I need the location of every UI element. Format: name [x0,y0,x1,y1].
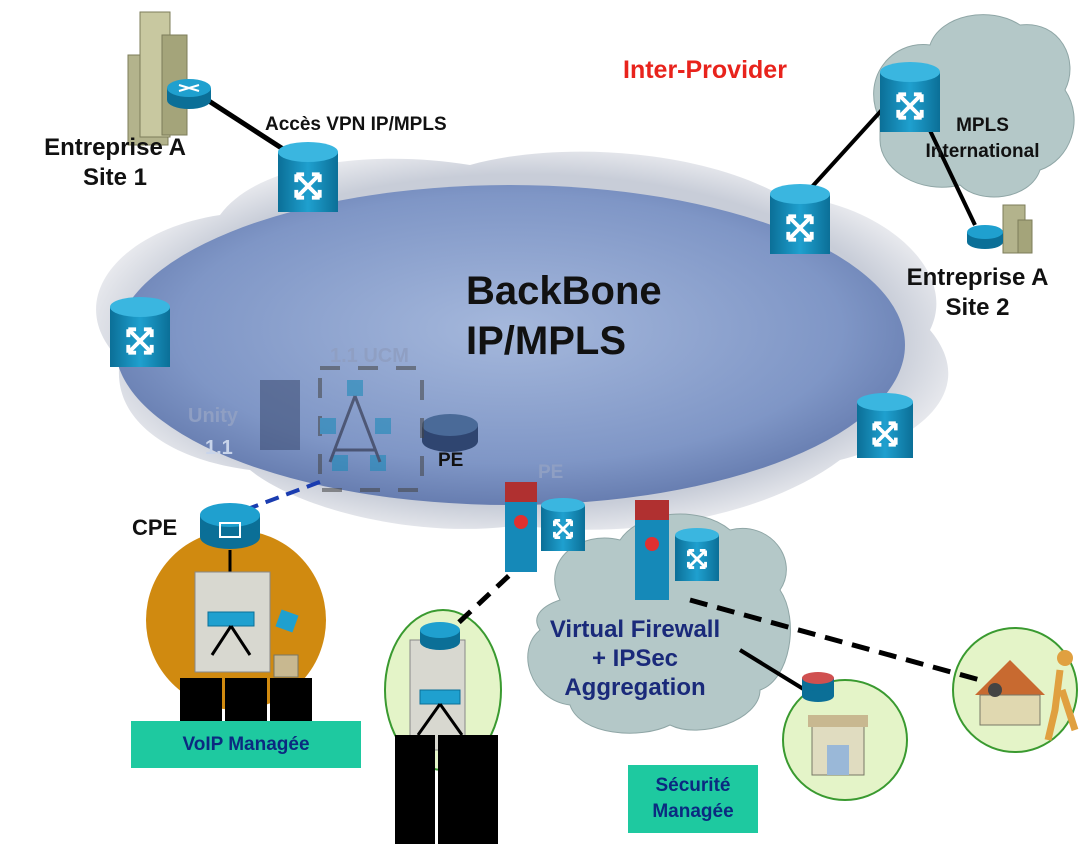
firewall-icon [505,482,537,572]
label-entreprise-a-site1-line1: Entreprise A [44,134,186,161]
mpls-switch-icon [770,184,830,254]
label-virtual-firewall-line1: Virtual Firewall [549,616,721,643]
label-backbone: BackBone IP/MPLS [466,266,662,366]
mpls-switch-icon [880,62,940,132]
link-cpe-dashed [244,478,326,512]
cpe-router-icon [200,503,260,549]
switch-icon [207,611,464,736]
router-icon [167,79,211,109]
building-icon [1002,204,1033,254]
link-pe-dashed [438,568,517,642]
securite-managee-box: Sécurité Managée [628,765,758,833]
voip-managee-label: VoIP Managée [182,733,310,755]
ucm-cluster-icon [260,366,424,492]
firewall-icon [635,500,669,600]
mpls-switch-icon [857,393,913,458]
label-acces-vpn: Accès VPN IP/MPLS [265,114,447,135]
mpls-switch-icon [278,142,338,212]
mpls-international-cloud [873,14,1075,198]
voip-managee-box: VoIP Managée [131,721,361,768]
label-entreprise-a-site2-line1: Entreprise A [906,264,1049,291]
label-virtual-firewall: Virtual Firewall + IPSec Aggregation [520,615,750,702]
link-inter-2 [923,119,977,226]
label-inter-provider: Inter-Provider [623,56,787,84]
backbone-cloud [96,151,949,530]
link-fw-shop [738,648,807,692]
label-entreprise-a-site1: Entreprise A Site 1 [20,133,210,193]
home-worker-icon [975,650,1079,741]
label-mpls-international: MPLS International [900,113,1065,165]
label-mpls-international-line2: International [925,141,1040,162]
label-entreprise-a-site1-line2: Site 1 [82,164,148,191]
router-icon [802,672,834,702]
shop-icon [808,715,868,776]
building-icon [127,11,188,146]
label-virtual-firewall-line3: Aggregation [564,674,706,701]
label-pe-2: PE [538,462,564,483]
link-fw-home [689,597,981,683]
mpls-switch-icon [110,297,170,367]
label-backbone-line2: IP/MPLS [466,319,627,363]
label-ucm: 1.1 UCM [330,345,409,367]
label-mpls-international-line1: MPLS [956,115,1009,136]
mpls-switch-icon [541,498,585,551]
label-entreprise-a-site2-line2: Site 2 [945,294,1010,321]
label-unity: Unity [188,405,238,427]
phone-icon [273,609,299,678]
label-unity-version: 1.1 [205,437,233,459]
router-icon [967,225,1003,249]
label-cpe: CPE [132,515,178,540]
label-virtual-firewall-line2: + IPSec [591,645,679,672]
router-icon [420,622,460,650]
securite-managee-line1: Sécurité [655,775,731,796]
router-icon [422,414,478,452]
label-backbone-line1: BackBone [466,269,662,313]
securite-managee-line2: Managée [652,801,734,822]
label-pe-1: PE [438,450,464,471]
mpls-switch-icon [675,528,719,581]
label-entreprise-a-site2: Entreprise A Site 2 [880,263,1075,323]
